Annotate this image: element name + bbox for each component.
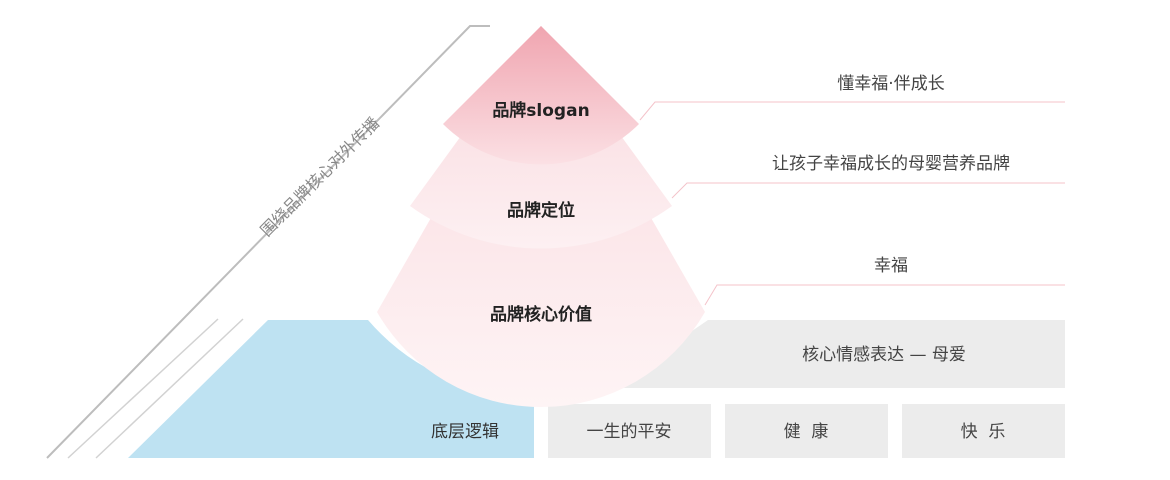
foundation-box-2 <box>725 404 888 458</box>
foundation-item-3: 快 乐 <box>960 422 1006 442</box>
leader-line-3 <box>704 284 1065 306</box>
foundation-shape <box>128 320 534 458</box>
leader-line-1 <box>639 101 1065 121</box>
diagonal-guide-line-2 <box>95 318 244 459</box>
foundation-item-1: 一生的平安 <box>586 422 672 442</box>
diagonal-arrow-line <box>46 25 490 459</box>
core-emotion-box <box>620 320 1065 388</box>
tier-label-core-value: 品牌核心价值 <box>490 305 592 325</box>
core-emotion-text: 核心情感表达 — 母爱 <box>802 345 966 365</box>
foundation-box-3 <box>902 404 1065 458</box>
tier-value-slogan: 懂幸福·伴成长 <box>837 74 945 94</box>
foundation-box-1 <box>548 404 711 458</box>
tier-label-slogan: 品牌slogan <box>492 101 590 121</box>
foundation-item-2: 健 康 <box>783 422 829 442</box>
leader-line-2 <box>671 182 1065 199</box>
tier-value-core-value: 幸福 <box>874 256 908 276</box>
tier-value-positioning: 让孩子幸福成长的母婴营养品牌 <box>772 154 1010 174</box>
tier-label-positioning: 品牌定位 <box>507 201 575 221</box>
diagonal-guide-line-1 <box>67 318 219 459</box>
foundation-label: 底层逻辑 <box>431 422 499 442</box>
fan-tier-1 <box>443 26 639 165</box>
